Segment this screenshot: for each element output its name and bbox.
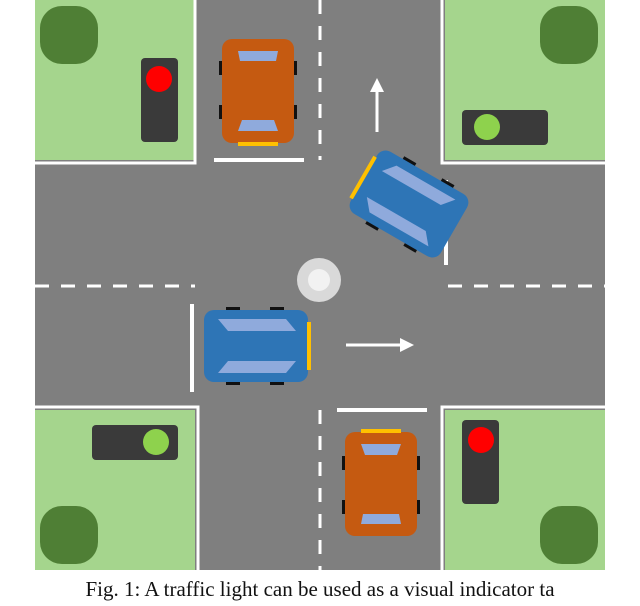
lane-dashes bbox=[35, 0, 605, 570]
green-light bbox=[474, 114, 500, 140]
green-light bbox=[143, 429, 169, 455]
traffic-light-bottom-right bbox=[462, 420, 499, 504]
intersection-diagram bbox=[35, 0, 605, 570]
tree-icon bbox=[540, 506, 598, 564]
figure-caption: Fig. 1: A traffic light can be used as a… bbox=[85, 577, 555, 601]
tree-icon bbox=[540, 6, 598, 64]
car-orange-north-approach bbox=[219, 39, 297, 146]
tree-icon bbox=[40, 506, 98, 564]
arrow-up-icon bbox=[370, 78, 384, 132]
traffic-light-bottom-left bbox=[92, 425, 178, 460]
car-orange-south-approach bbox=[342, 429, 420, 536]
traffic-light-top-left bbox=[141, 58, 178, 142]
roundabout-icon bbox=[297, 258, 341, 302]
traffic-light-top-right bbox=[462, 110, 548, 145]
arrow-right-icon bbox=[346, 338, 414, 352]
red-light bbox=[468, 427, 494, 453]
red-light bbox=[146, 66, 172, 92]
tree-icon bbox=[40, 6, 98, 64]
grass-top-right bbox=[440, 0, 605, 165]
car-blue-west-approach bbox=[204, 307, 311, 385]
